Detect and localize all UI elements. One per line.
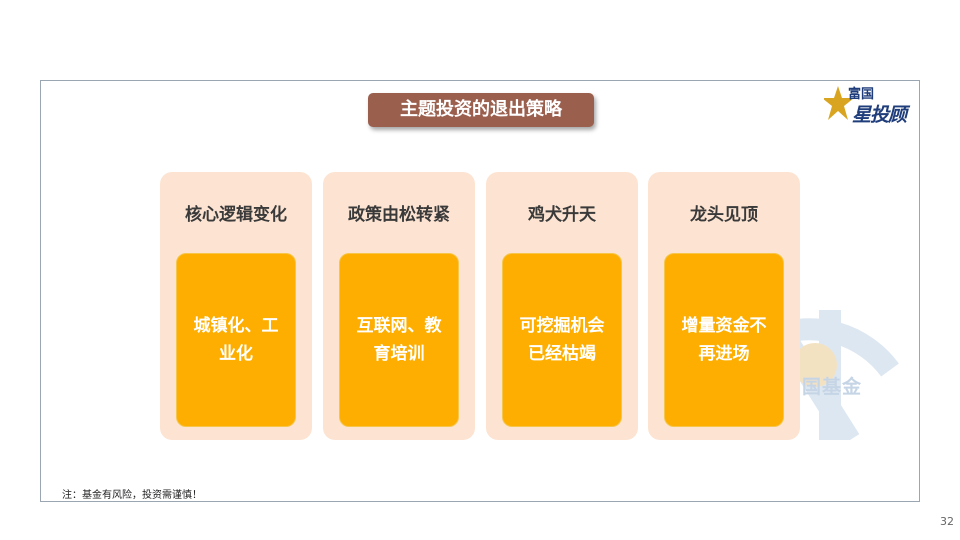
card-body-box: 增量资金不再进场 xyxy=(664,253,784,427)
star-logo-icon xyxy=(824,86,854,120)
strategy-card: 龙头见顶 增量资金不再进场 xyxy=(648,172,800,440)
card-body-box: 互联网、教育培训 xyxy=(339,253,459,427)
risk-note: 注：基金有风险，投资需谨慎！ xyxy=(62,490,202,501)
slide-title: 主题投资的退出策略 xyxy=(368,93,594,127)
page-number: 32 xyxy=(940,515,954,528)
card-body-text: 增量资金不再进场 xyxy=(681,316,767,364)
strategy-card: 政策由松转紧 互联网、教育培训 xyxy=(323,172,475,440)
strategy-card: 核心逻辑变化 城镇化、工业化 xyxy=(160,172,312,440)
card-heading: 鸡犬升天 xyxy=(528,205,596,225)
card-heading: 政策由松转紧 xyxy=(348,205,450,225)
strategy-card: 鸡犬升天 可挖掘机会已经枯竭 xyxy=(486,172,638,440)
card-heading: 龙头见顶 xyxy=(690,205,758,225)
card-body-text: 互联网、教育培训 xyxy=(356,316,442,364)
card-body-box: 可挖掘机会已经枯竭 xyxy=(502,253,622,427)
logo-main-text: 星投顾 xyxy=(852,104,907,126)
card-body-text: 可挖掘机会已经枯竭 xyxy=(519,316,605,364)
logo-top-text: 富国 xyxy=(848,87,875,102)
card-heading: 核心逻辑变化 xyxy=(185,205,287,225)
card-body-text: 城镇化、工业化 xyxy=(193,316,279,364)
card-body-box: 城镇化、工业化 xyxy=(176,253,296,427)
watermark-text: 富国基金 xyxy=(782,376,863,398)
